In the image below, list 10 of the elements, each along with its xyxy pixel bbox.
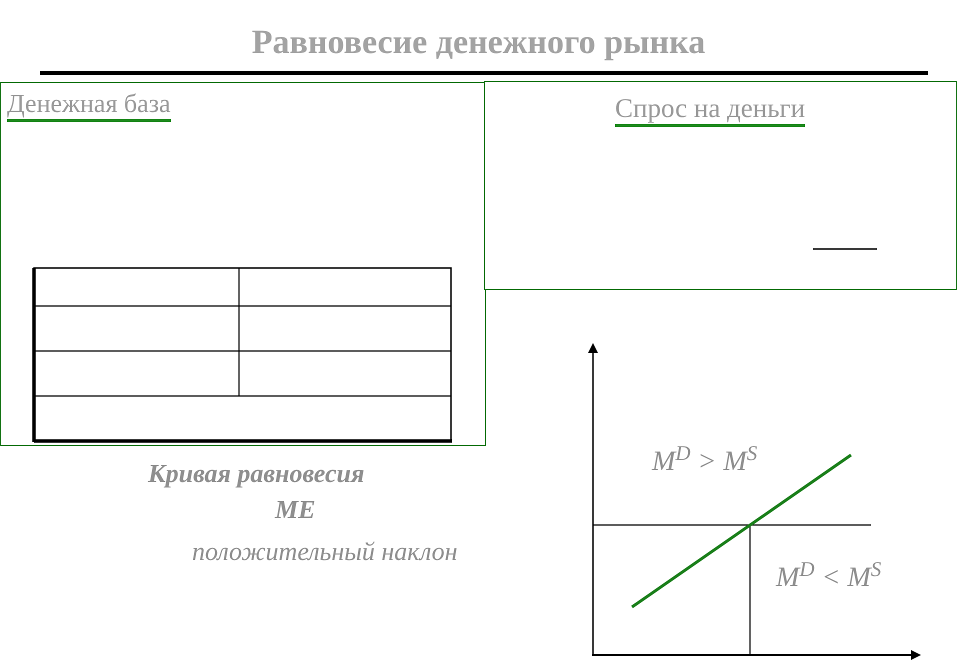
panel-box <box>484 81 957 290</box>
region-label: M$^{D}$ > M$^{S}$ <box>652 446 758 478</box>
curve-title: Кривая равновесия <box>148 458 364 490</box>
panel-heading: Денежная база <box>7 89 171 122</box>
slope-note: положительный наклон <box>192 536 458 568</box>
panel-heading: Спрос на деньги <box>615 92 806 127</box>
region-label: M$^{D}$ < M$^{S}$ <box>776 562 882 594</box>
title: Равновесие денежного рынка <box>250 23 706 63</box>
curve-name: ME <box>275 494 316 526</box>
panel-box <box>0 82 486 446</box>
